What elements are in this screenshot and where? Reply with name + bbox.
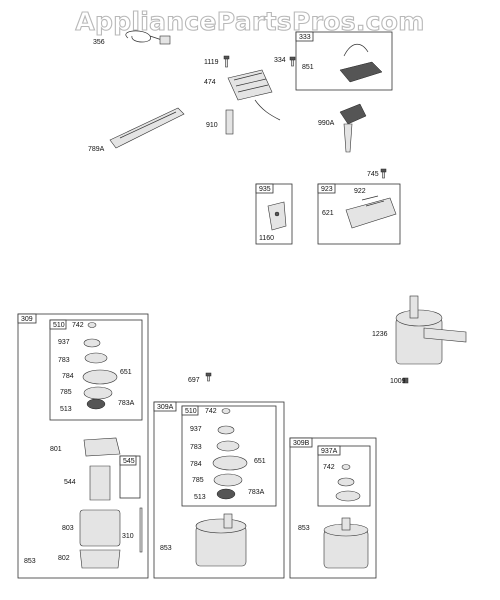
part-923-governor-control [345, 195, 397, 229]
part-309-783-gear [84, 352, 108, 364]
part-309A-783-gear [216, 440, 240, 452]
label-309-510: 510 [53, 322, 65, 329]
part-309-513-pinion [86, 398, 106, 410]
box-309B [289, 437, 377, 579]
part-309B-gear [335, 490, 361, 502]
part-935-bracket [267, 201, 287, 231]
label-1160: 1160 [259, 235, 274, 242]
label-309A-742: 742 [205, 408, 217, 415]
label-309-853: 853 [24, 558, 36, 565]
label-910: 910 [206, 122, 218, 129]
part-745-screw [380, 168, 387, 179]
part-309-742-ring [87, 322, 97, 328]
label-474: 474 [204, 79, 216, 86]
part-309B-motor [323, 517, 369, 569]
part-333-governor-assembly [339, 43, 383, 83]
part-309B-742-ring [341, 464, 351, 470]
label-333: 333 [299, 34, 311, 41]
part-309B-spring [337, 477, 355, 487]
label-922: 922 [354, 188, 366, 195]
label-309B-742: 742 [323, 464, 335, 471]
label-309A-853: 853 [160, 545, 172, 552]
box-923 [317, 183, 401, 245]
part-309A-513-pinion [216, 488, 236, 500]
label-990A: 990A [318, 120, 335, 127]
box-935 [255, 183, 293, 245]
box-309B-937A [317, 445, 371, 507]
label-356: 356 [93, 39, 105, 46]
label-309B: 309B [293, 440, 310, 447]
part-309A-742-ring [221, 408, 231, 414]
label-309-513: 513 [60, 406, 72, 413]
box-309-510 [49, 319, 143, 421]
label-309A-651: 651 [254, 458, 266, 465]
box-309 [17, 313, 149, 579]
label-309A-783A: 783A [248, 489, 265, 496]
label-309A-785: 785 [192, 477, 204, 484]
label-309-310: 310 [122, 533, 134, 540]
box-333 [295, 31, 393, 91]
label-851-box333: 851 [302, 64, 314, 71]
label-309A: 309A [157, 404, 174, 411]
label-309B-853: 853 [298, 525, 310, 532]
label-923: 923 [321, 186, 333, 193]
part-309A-motor [195, 513, 247, 567]
part-309-785-cup [83, 386, 113, 400]
part-697-screw [205, 372, 212, 382]
part-309-802-brushplate [79, 549, 121, 569]
label-309-545: 545 [123, 458, 135, 465]
part-309-937-spring [83, 338, 101, 348]
box-309A [153, 401, 285, 579]
label-309-742: 742 [72, 322, 84, 329]
label-789A: 789A [88, 146, 105, 153]
part-789A-bracket [109, 107, 185, 149]
part-1009-bolt [402, 377, 409, 384]
label-309: 309 [21, 316, 33, 323]
part-309A-784-clutch [212, 455, 248, 471]
label-309B-937A: 937A [321, 448, 338, 455]
part-474-ignition-module [227, 69, 281, 121]
label-334: 334 [274, 57, 286, 64]
label-935: 935 [259, 186, 271, 193]
label-1009: 1009 [390, 378, 406, 385]
label-309-801: 801 [50, 446, 62, 453]
part-1119-screw [223, 55, 230, 68]
label-309-803: 803 [62, 525, 74, 532]
part-910-spacer [225, 109, 234, 135]
label-309-544: 544 [64, 479, 76, 486]
part-309-544-armature [89, 465, 111, 501]
label-309A-784: 784 [190, 461, 202, 468]
part-356-wire-harness [125, 30, 171, 45]
part-334-screw [289, 56, 296, 67]
box-309A-510 [181, 405, 277, 507]
label-309A-513: 513 [194, 494, 206, 501]
label-1119: 1119 [204, 59, 219, 66]
part-309-784-clutch [82, 369, 118, 385]
part-309A-785-cup [213, 473, 243, 487]
label-1236: 1236 [372, 331, 388, 338]
label-309A-783: 783 [190, 444, 202, 451]
label-309-784: 784 [62, 373, 74, 380]
label-309-802: 802 [58, 555, 70, 562]
label-745: 745 [367, 171, 379, 178]
label-309-651: 651 [120, 369, 132, 376]
label-621: 621 [322, 210, 334, 217]
label-309-937: 937 [58, 339, 70, 346]
label-309A-510: 510 [185, 408, 197, 415]
part-1236-starter [395, 295, 467, 365]
part-990A-lever [339, 103, 367, 153]
label-309A-937: 937 [190, 426, 202, 433]
box-309-545 [119, 455, 141, 499]
label-309-785: 785 [60, 389, 72, 396]
label-309-783: 783 [58, 357, 70, 364]
part-309-801-endcap [83, 437, 121, 457]
part-309-803-housing [79, 509, 121, 547]
label-309-783A: 783A [118, 400, 135, 407]
part-309-310-bolt [139, 507, 143, 553]
part-309A-937-spring [217, 425, 235, 435]
label-697: 697 [188, 377, 200, 384]
